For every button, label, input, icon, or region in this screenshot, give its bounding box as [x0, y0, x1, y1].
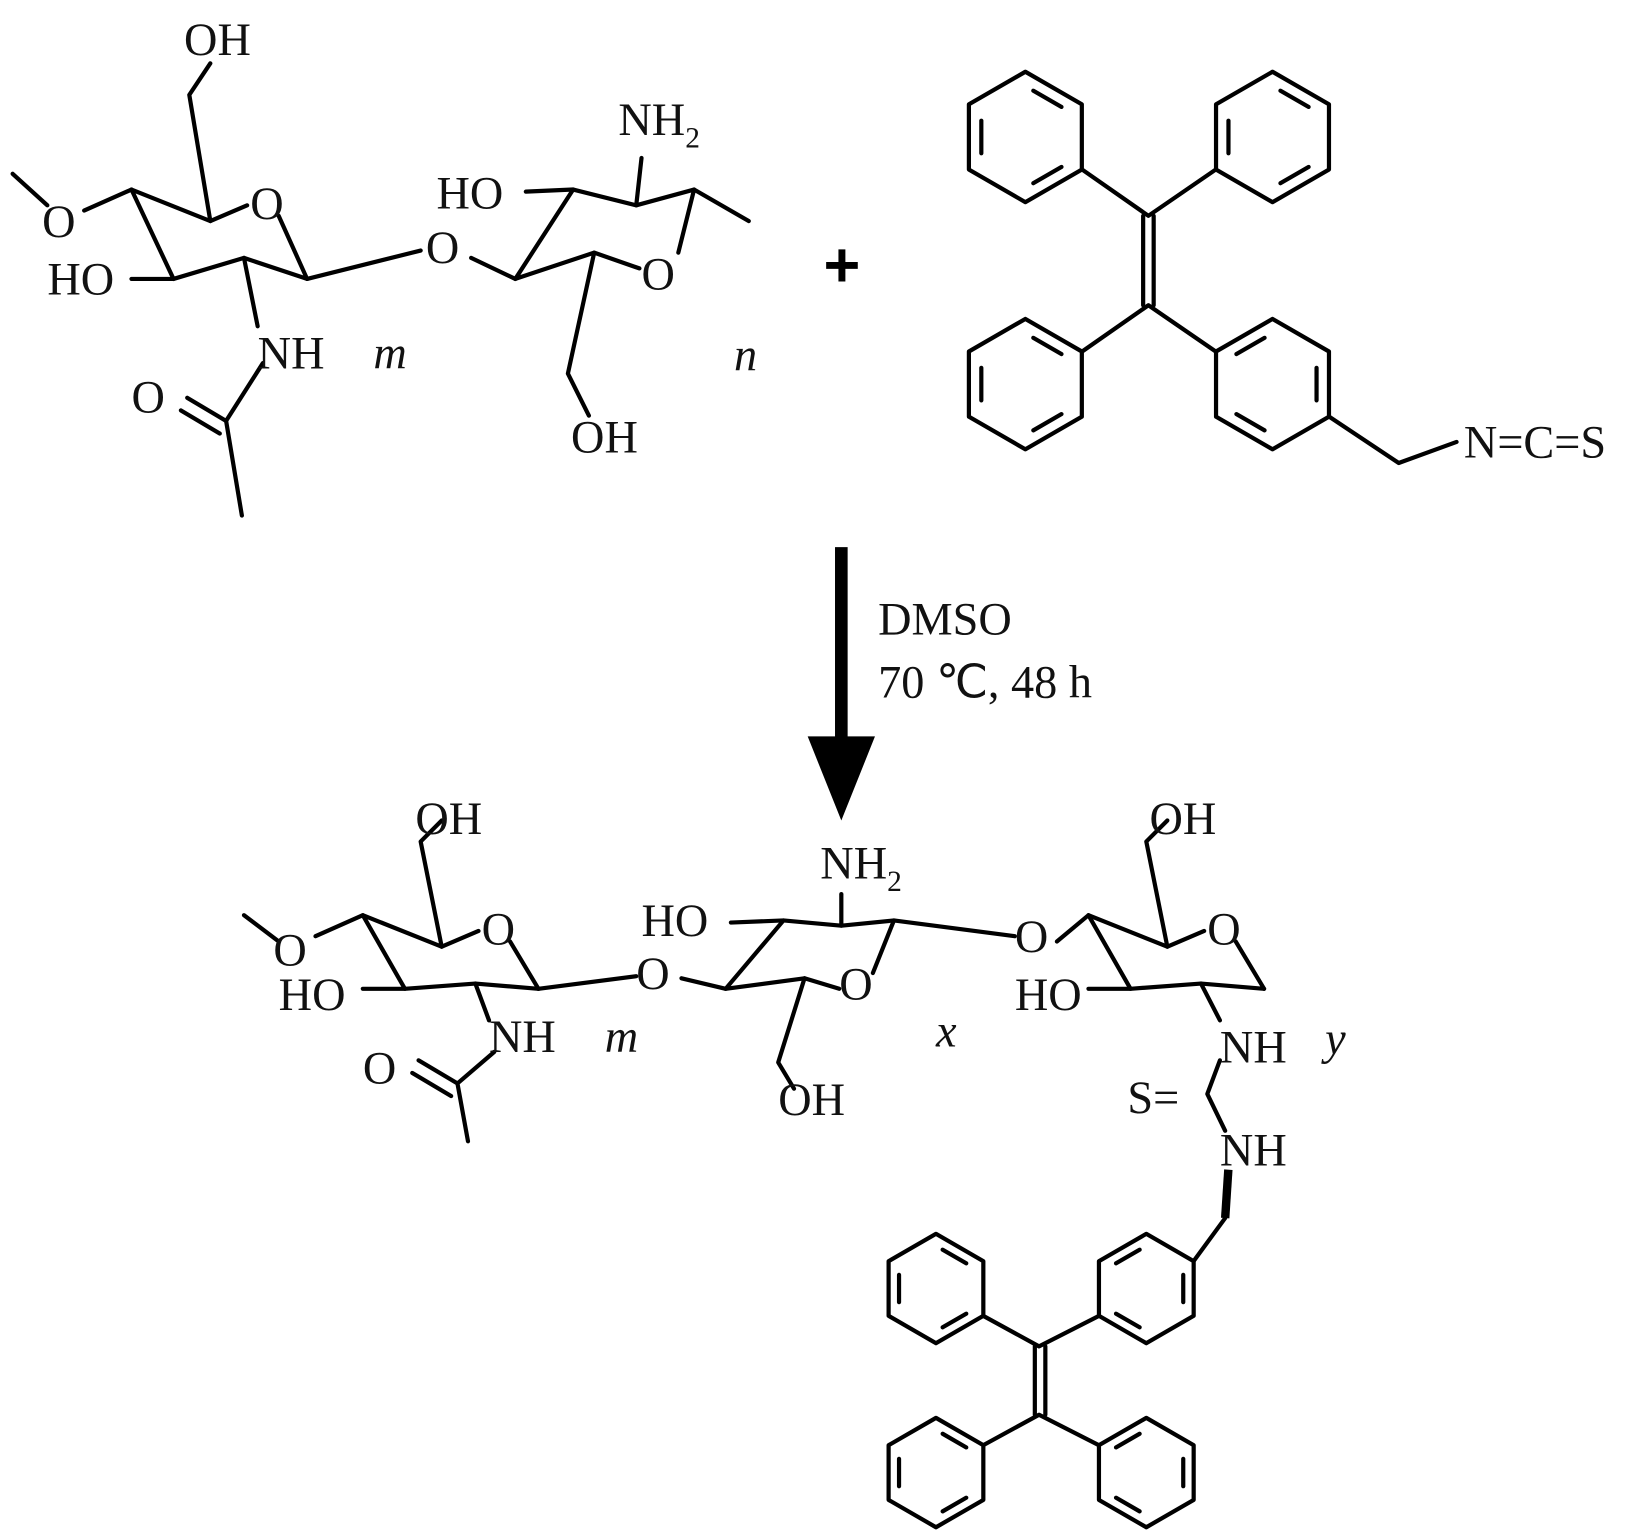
oh-label: OH [1149, 794, 1216, 845]
glucosamine-unit: O HO NH2 O OH n [426, 95, 757, 464]
reaction-arrow [807, 547, 875, 821]
nh-label: NH [489, 1012, 556, 1063]
nh2-label: NH2 [618, 95, 700, 155]
glyco-o-label: O [1015, 912, 1048, 963]
ho-label: HO [47, 255, 114, 306]
ho-label: HO [1015, 970, 1082, 1021]
phenylene-ring [1213, 316, 1332, 452]
carbonyl-o-label: O [363, 1043, 396, 1094]
tpe-isothiocyanate: N=C=S [966, 69, 1606, 469]
nh-label: NH [1220, 1022, 1287, 1073]
index-m: m [605, 1012, 638, 1063]
ho-label: HO [279, 970, 346, 1021]
index-x: x [935, 1007, 957, 1058]
nh-label: NH [1220, 1125, 1287, 1176]
glcnac-unit: OH O O HO NH O m [10, 15, 423, 518]
ring-o-label: O [1207, 905, 1240, 956]
product-glcnac-unit: OH O O HO NH O m [241, 794, 639, 1144]
glyco-o-label: O [636, 949, 669, 1000]
phenyl-ring [966, 316, 1084, 452]
product-tpe-group [886, 1215, 1228, 1530]
index-y: y [1321, 1014, 1346, 1065]
phenyl-ring [966, 69, 1084, 205]
isothiocyanate-label: N=C=S [1464, 418, 1606, 469]
chitosan-reactant: OH O O HO NH O m O HO NH2 O OH n [10, 15, 757, 518]
ring-o-label: O [482, 905, 515, 956]
index-m: m [373, 328, 406, 379]
oh-label: OH [415, 794, 482, 845]
nh-label: NH [258, 328, 325, 379]
glyco-o-label: O [426, 223, 459, 274]
product-glucosamine-unit: O HO NH2 O OH x O [636, 838, 1048, 1126]
ring-o-label: O [642, 249, 675, 300]
conditions-label: 70 ℃, 48 h [878, 657, 1092, 708]
oh-label: OH [184, 15, 251, 66]
nh2-label: NH2 [820, 838, 902, 898]
ho-label: HO [436, 168, 503, 219]
index-n: n [734, 330, 757, 381]
thione-s-label: S= [1127, 1073, 1179, 1124]
phenyl-ring [1096, 1415, 1196, 1530]
bridge-o-label: O [273, 926, 306, 977]
ring-o-label: O [250, 179, 283, 230]
phenyl-ring [886, 1231, 986, 1346]
phenyl-ring [886, 1415, 986, 1530]
bridge-o-label: O [42, 197, 75, 248]
product: OH O O HO NH O m O HO NH2 O OH x O [241, 794, 1346, 1530]
solvent-label: DMSO [878, 594, 1012, 645]
ring-o-label: O [839, 959, 872, 1010]
product-thiourea-unit: OH O HO NH y S= NH [1015, 794, 1346, 1219]
plus-sign: + [823, 230, 860, 300]
oh-label: OH [571, 412, 638, 463]
oh-label: OH [778, 1075, 845, 1126]
ho-label: HO [642, 896, 709, 947]
phenylene-ring [1096, 1231, 1196, 1346]
carbonyl-o-label: O [131, 372, 164, 423]
phenyl-ring [1213, 69, 1332, 205]
